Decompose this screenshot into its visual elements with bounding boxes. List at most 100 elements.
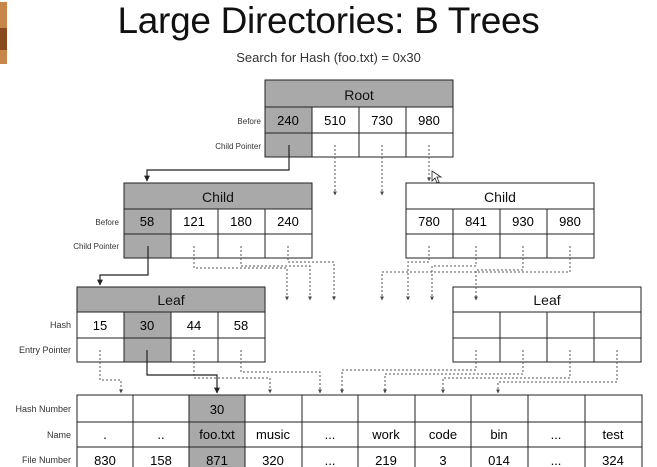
root-before-label: Before <box>237 117 261 126</box>
child-right-node: Child 780 841 930 980 <box>405 182 595 259</box>
leaf-left-hash: 58 <box>234 318 248 333</box>
child-left-key: 180 <box>230 214 252 229</box>
dashed-pointer-arrows <box>99 145 618 394</box>
directory-entries-table: Hash Number Name File Number 30 . .. foo… <box>15 394 643 467</box>
arrow-leaf-to-entry <box>146 350 220 394</box>
slide-title: Large Directories: B Trees <box>117 0 540 41</box>
entry-cell <box>527 394 586 423</box>
root-key: 730 <box>371 113 393 128</box>
entry-cell <box>76 421 134 448</box>
leaf-left-hash: 30 <box>140 318 154 333</box>
child-left-child-pointer-label: Child Pointer <box>73 242 119 251</box>
entry-file-number: 830 <box>94 453 116 467</box>
entry-name: bin <box>490 427 507 442</box>
entries-grid <box>76 394 643 467</box>
dashed-arrow <box>380 246 571 301</box>
entry-cell <box>132 394 190 423</box>
dashed-arrow <box>383 350 524 394</box>
dashed-arrow <box>474 246 524 301</box>
entry-cell <box>301 394 359 423</box>
entry-cell <box>301 421 359 448</box>
file-number-label: File Number <box>22 455 71 465</box>
mouse-cursor-icon <box>431 170 443 184</box>
entry-cell <box>244 421 303 448</box>
child-left-before-label: Before <box>95 218 119 227</box>
dashed-arrow <box>340 350 477 394</box>
entry-name: ... <box>325 427 336 442</box>
diagram-subtitle: Search for Hash (foo.txt) = 0x30 <box>236 50 421 65</box>
entry-cell <box>357 394 416 423</box>
entry-name: music <box>256 427 290 442</box>
entry-cell <box>470 394 529 423</box>
entry-cell <box>244 394 303 423</box>
child-left-key: 240 <box>277 214 299 229</box>
hash-number-label: Hash Number <box>15 404 71 414</box>
leaf-left-node: Leaf 15 30 44 58 Hash Entry Pointer <box>19 286 266 363</box>
entry-name: work <box>371 427 400 442</box>
root-title: Root <box>344 87 374 103</box>
name-label: Name <box>47 430 71 440</box>
root-child-pointer-label: Child Pointer <box>215 142 261 151</box>
root-key: 510 <box>324 113 346 128</box>
entry-cell <box>584 421 643 448</box>
entry-file-number: 219 <box>375 453 397 467</box>
child-right-title: Child <box>484 189 516 205</box>
entry-file-number: 320 <box>262 453 284 467</box>
entry-name: . <box>103 427 107 442</box>
leaf-left-title-cell <box>76 286 266 313</box>
arrow-root-to-child <box>144 145 290 182</box>
entry-file-number: 158 <box>150 453 172 467</box>
leaf-left-hash-cell <box>217 311 266 339</box>
leaf-left-hash: 15 <box>93 318 107 333</box>
dashed-arrow <box>193 350 272 394</box>
entry-cell <box>584 394 643 423</box>
leaf-right-title-cell <box>452 286 642 313</box>
slide-accent-mark <box>0 28 7 50</box>
entry-file-number: 014 <box>488 453 510 467</box>
child-right-key: 841 <box>465 214 487 229</box>
root-key-cell <box>405 106 454 134</box>
leaf-right-hash-cell <box>499 311 548 339</box>
dashed-arrow <box>193 246 289 301</box>
dashed-arrow <box>441 350 571 394</box>
entry-name: test <box>603 427 624 442</box>
root-key: 240 <box>277 113 299 128</box>
leaf-left-hash-cell <box>170 311 219 339</box>
child-right-key: 780 <box>418 214 440 229</box>
entry-file-number: 324 <box>602 453 624 467</box>
child-left-key-cell <box>217 208 266 235</box>
leaf-left-hash-cell <box>76 311 125 339</box>
search-path-arrows <box>97 145 290 394</box>
leaf-hash-label: Hash <box>50 320 71 330</box>
child-left-key: 121 <box>183 214 205 229</box>
entry-name: code <box>429 427 457 442</box>
child-left-key-cell <box>264 208 313 235</box>
root-key: 980 <box>418 113 440 128</box>
leaf-right-node: Leaf <box>452 286 642 363</box>
leaf-entry-pointer-label: Entry Pointer <box>19 345 71 355</box>
child-left-node: Child 58 121 180 240 Before Child Pointe… <box>73 182 313 259</box>
dashed-arrow <box>430 246 477 301</box>
entry-hash-number: 30 <box>210 402 224 417</box>
leaf-right-hash-cell <box>546 311 595 339</box>
child-right-key: 930 <box>512 214 534 229</box>
dashed-arrow <box>287 246 336 301</box>
child-left-key-cell <box>170 208 219 235</box>
leaf-right-title: Leaf <box>533 292 560 308</box>
entry-cell <box>76 394 134 423</box>
root-title-cell <box>264 79 454 108</box>
child-right-key: 980 <box>559 214 581 229</box>
child-left-title: Child <box>202 189 234 205</box>
arrow-child-to-leaf <box>97 246 149 286</box>
entry-cell <box>188 421 246 448</box>
child-right-key-cell <box>546 208 595 235</box>
entry-name: .. <box>157 427 164 442</box>
leaf-right-hash-cell <box>593 311 642 339</box>
entry-cell <box>414 421 472 448</box>
entry-name: foo.txt <box>199 427 235 442</box>
entry-cell <box>188 394 246 423</box>
leaf-left-hash: 44 <box>187 318 201 333</box>
dashed-arrow <box>99 350 123 394</box>
entry-cell <box>414 394 472 423</box>
